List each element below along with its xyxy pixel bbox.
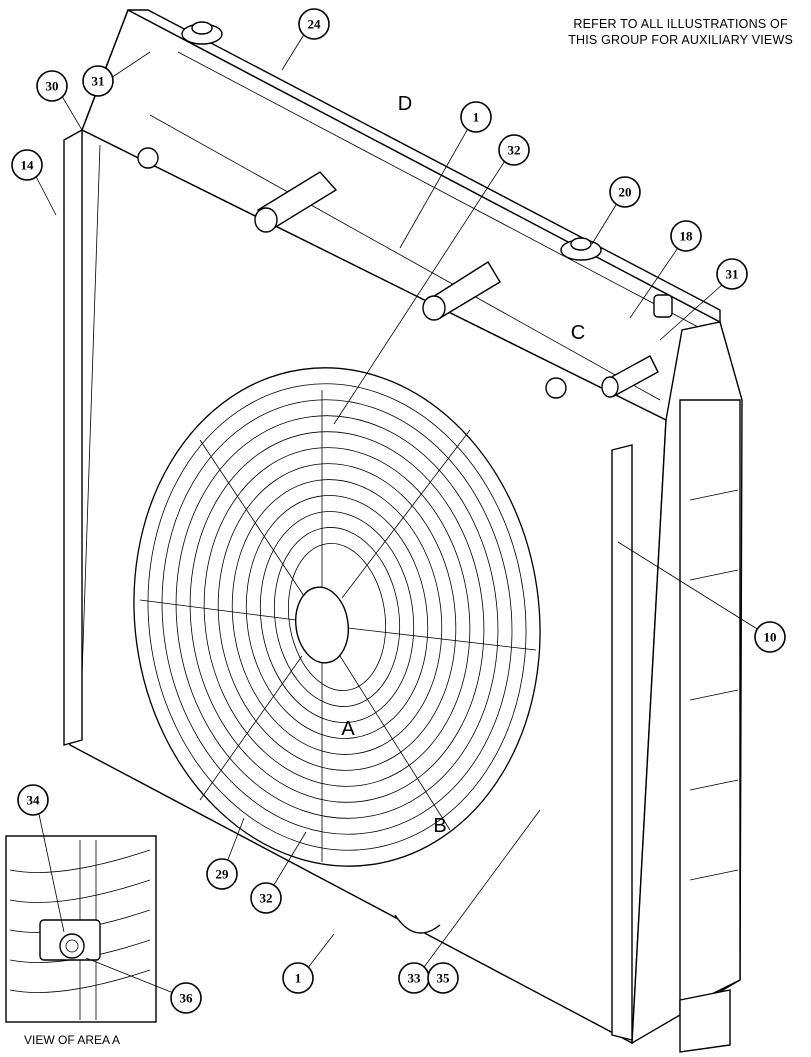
callout-10: 10 xyxy=(754,621,786,653)
callout-24-label: 24 xyxy=(308,17,322,32)
callout-36-label: 36 xyxy=(180,991,194,1006)
callout-34-label: 34 xyxy=(27,793,41,808)
area-label-b: B xyxy=(433,815,446,837)
callout-31-top: 31 xyxy=(82,65,114,97)
callout-24: 24 xyxy=(298,8,330,40)
area-label-c: C xyxy=(571,322,585,344)
callout-10-label: 10 xyxy=(764,630,777,645)
callout-1-bottom-label: 1 xyxy=(295,971,302,986)
area-label-a: A xyxy=(341,718,355,740)
inset-caption: VIEW OF AREA A xyxy=(24,1033,121,1047)
callout-32-top: 32 xyxy=(498,134,530,166)
callout-1-top-label: 1 xyxy=(473,110,480,125)
bottom-outlet xyxy=(394,914,441,934)
callout-36: 36 xyxy=(170,982,202,1014)
left-bracket xyxy=(63,128,83,746)
callout-20: 20 xyxy=(609,176,641,208)
callout-1-bottom: 1 xyxy=(282,962,314,994)
callout-35-label: 35 xyxy=(437,971,451,986)
callout-31-right: 31 xyxy=(716,258,748,290)
callout-1-top: 1 xyxy=(460,101,492,133)
callout-29: 29 xyxy=(206,858,238,890)
callout-31-top-label: 31 xyxy=(92,74,105,89)
callout-35: 35 xyxy=(427,962,459,994)
callout-18: 18 xyxy=(670,220,702,252)
callout-32-top-label: 32 xyxy=(508,143,521,158)
leader-lines xyxy=(29,27,771,999)
pipes xyxy=(137,147,659,399)
callout-20-label: 20 xyxy=(619,185,632,200)
area-label-d: D xyxy=(398,93,412,115)
callout-32-bottom-label: 32 xyxy=(260,891,273,906)
side-frame xyxy=(611,321,743,1053)
callout-34: 34 xyxy=(17,784,49,816)
callout-32-bottom: 32 xyxy=(250,882,282,914)
reference-note-line-2: THIS GROUP FOR AUXILIARY VIEWS xyxy=(568,33,793,47)
inset-view-area-a xyxy=(5,835,157,1023)
filler-caps xyxy=(181,21,673,318)
callout-30-label: 30 xyxy=(46,79,59,94)
reference-note-line-1: REFER TO ALL ILLUSTRATIONS OF xyxy=(573,17,788,31)
callout-30: 30 xyxy=(36,70,68,102)
callout-14: 14 xyxy=(11,149,43,181)
fan-guard xyxy=(133,367,541,867)
callout-18-label: 18 xyxy=(680,229,694,244)
callout-31-right-label: 31 xyxy=(726,267,739,282)
callout-33: 33 xyxy=(398,962,430,994)
reference-note: REFER TO ALL ILLUSTRATIONS OF THIS GROUP… xyxy=(568,16,793,48)
callout-14-label: 14 xyxy=(21,158,35,173)
callout-29-label: 29 xyxy=(216,867,230,882)
callout-33-label: 33 xyxy=(408,971,422,986)
